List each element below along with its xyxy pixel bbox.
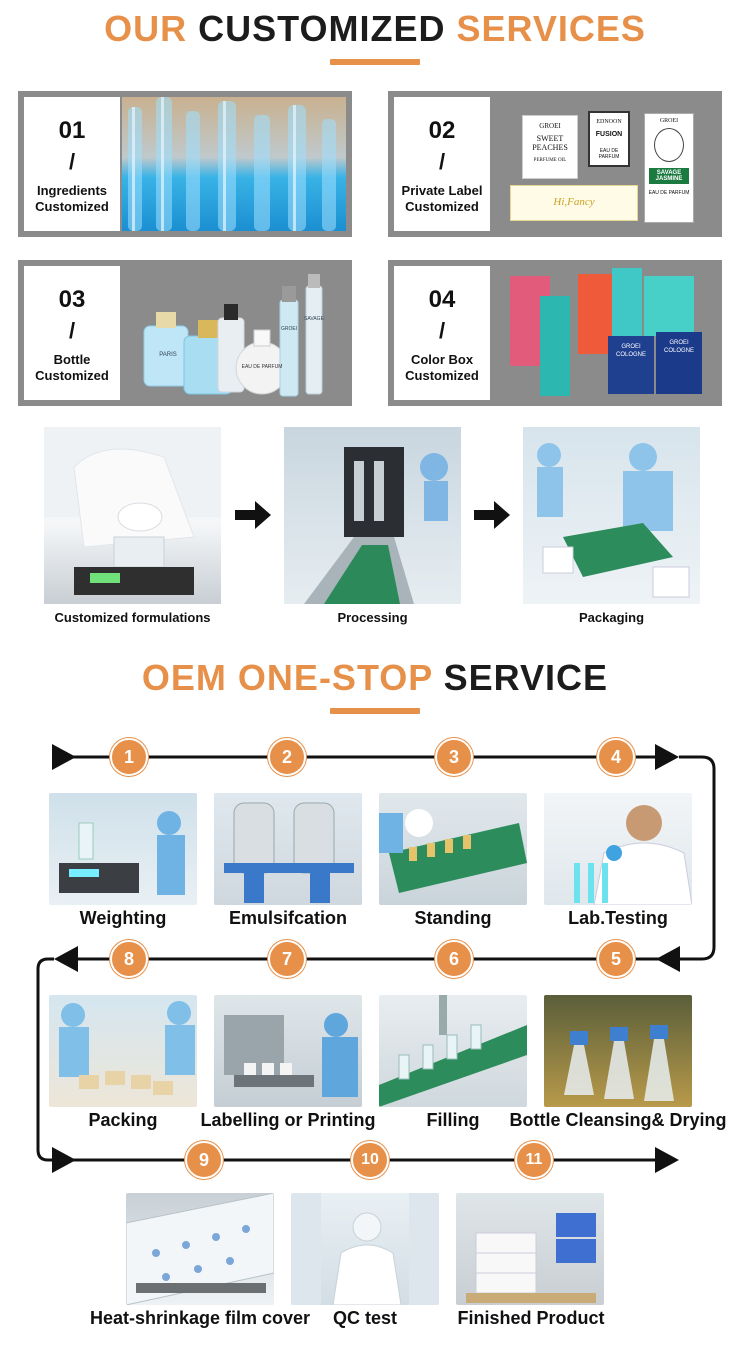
arrow-right-icon (474, 501, 510, 529)
step-label-emulsification: Emulsifcation (228, 908, 348, 928)
card-slash: / (68, 149, 76, 174)
step-photo-filling (379, 995, 527, 1107)
step-photo-qc-test (291, 1193, 439, 1305)
step-label-qc-test: QC test (332, 1308, 397, 1328)
packaging-line-photo (523, 427, 700, 604)
title-word-customized: CUSTOMIZED (198, 8, 446, 49)
step-photo-standing (379, 793, 527, 905)
card-slash: / (438, 318, 446, 343)
process-caption-formulations: Customized formulations (54, 610, 211, 625)
step-number-11: 11 (515, 1141, 553, 1179)
step-label-filling: Filling (426, 1110, 480, 1130)
card-title-line2: Customized (35, 368, 109, 383)
label-text: EDNOON (596, 119, 622, 125)
box-label: COLOGNE (615, 352, 646, 358)
step-label-lab-testing: Lab.Testing (568, 908, 668, 928)
processing-machine-photo (284, 427, 461, 604)
label-text: Hi,Fancy (553, 196, 595, 208)
service-card-private-label: 02 / Private Label Customized GROEI SWEE… (388, 91, 722, 237)
step-photo-weighting (49, 793, 197, 905)
title-word-services: SERVICES (456, 8, 646, 49)
step-number-10: 10 (351, 1141, 389, 1179)
step-photo-lab-testing (544, 793, 692, 905)
box-label: COLOGNE (663, 348, 694, 354)
step-label-packing: Packing (88, 1110, 158, 1130)
step-number-3: 3 (435, 738, 473, 776)
step-photo-labelling (214, 995, 362, 1107)
label-text: GROEI (539, 122, 561, 130)
step-label-finished-product: Finished Product (457, 1308, 605, 1328)
step-label-labelling: Labelling or Printing (200, 1110, 376, 1130)
formulation-lab-photo (44, 427, 221, 604)
card-title-line2: Customized (405, 199, 479, 214)
card-label-box: 02 / Private Label Customized (394, 97, 490, 231)
title-word-service: SERVICE (443, 657, 609, 698)
step-number-7: 7 (268, 940, 306, 978)
title-underline-2 (330, 708, 420, 714)
label-text: SAVAGE (656, 170, 682, 176)
arrow-right-icon (235, 501, 271, 529)
label-text: PEACHES (532, 143, 568, 152)
process-caption-packaging: Packaging (578, 610, 645, 625)
card-number: 04 (428, 286, 456, 313)
label-text: EAU DE PARFUM (648, 190, 690, 196)
bottle-label: EAU DE PARFUM (241, 364, 283, 370)
private-label-samples-image: GROEI SWEET PEACHES PERFUME OIL EDNOON F… (492, 97, 716, 231)
card-number: 02 (428, 117, 456, 144)
perfume-bottles-image: PARIS EAU DE PARFUM GROEI SAVAGE (122, 266, 346, 400)
step-number-5: 5 (597, 940, 635, 978)
card-label-box: 01 / Ingredients Customized (24, 97, 120, 231)
step-number-8: 8 (110, 940, 148, 978)
card-label-box: 04 / Color Box Customized (394, 266, 490, 400)
step-photo-finished-product (456, 1193, 604, 1305)
label-text: FUSION (595, 131, 623, 138)
color-boxes-image: GROEI COLOGNE GROEI COLOGNE (492, 266, 716, 400)
box-label: GROEI (669, 340, 689, 346)
service-card-ingredients: 01 / Ingredients Customized (18, 91, 352, 237)
title-word-our: OUR (104, 8, 188, 49)
label-text: GROEI (659, 118, 679, 124)
label-text: JASMINE (655, 176, 683, 182)
step-label-bottle-cleansing: Bottle Cleansing& Drying (509, 1110, 727, 1130)
step-label-heat-shrinkage: Heat-shrinkage film cover (89, 1308, 311, 1328)
process-caption-processing: Processing (337, 610, 408, 625)
service-card-bottle: 03 / Bottle Customized PARIS EAU DE PARF… (18, 260, 352, 406)
card-title-line2: Customized (35, 199, 109, 214)
bottle-label: SAVAGE (304, 316, 324, 322)
step-number-2: 2 (268, 738, 306, 776)
card-slash: / (68, 318, 76, 343)
step-label-standing: Standing (414, 908, 492, 928)
title-underline-1 (330, 59, 420, 65)
card-title-line1: Ingredients (36, 183, 108, 198)
card-title-line1: Private Label (401, 183, 483, 198)
step-photo-bottle-cleansing (544, 995, 692, 1107)
step-photo-packing (49, 995, 197, 1107)
service-card-color-box: 04 / Color Box Customized GROEI COLOGNE … (388, 260, 722, 406)
card-title-line1: Bottle (53, 352, 91, 367)
step-photo-emulsification (214, 793, 362, 905)
title-word-oem-one-stop: OEM ONE-STOP (141, 657, 433, 698)
card-title-line1: Color Box (410, 352, 474, 367)
card-title-line2: Customized (405, 368, 479, 383)
box-label: GROEI (621, 344, 641, 350)
ingredients-test-tubes-image (122, 97, 346, 231)
card-label-box: 03 / Bottle Customized (24, 266, 120, 400)
step-number-1: 1 (110, 738, 148, 776)
card-slash: / (438, 149, 446, 174)
step-photo-heat-shrinkage (126, 1193, 274, 1305)
label-text: SWEET (536, 134, 564, 143)
label-text: PERFUME OIL (533, 158, 567, 163)
step-label-weighting: Weighting (79, 908, 167, 928)
label-text: EAU DE PARFUM (598, 148, 620, 160)
step-number-6: 6 (435, 940, 473, 978)
step-number-9: 9 (185, 1141, 223, 1179)
section-title-oem-service: OEM ONE-STOP SERVICE (0, 657, 750, 699)
card-number: 01 (58, 117, 86, 144)
section-title-customized-services: OUR CUSTOMIZED SERVICES (0, 8, 750, 50)
bottle-label: PARIS (159, 352, 177, 358)
label-illustration-icon (654, 128, 684, 162)
step-number-4: 4 (597, 738, 635, 776)
card-number: 03 (58, 286, 86, 313)
bottle-label: GROEI (280, 326, 298, 332)
